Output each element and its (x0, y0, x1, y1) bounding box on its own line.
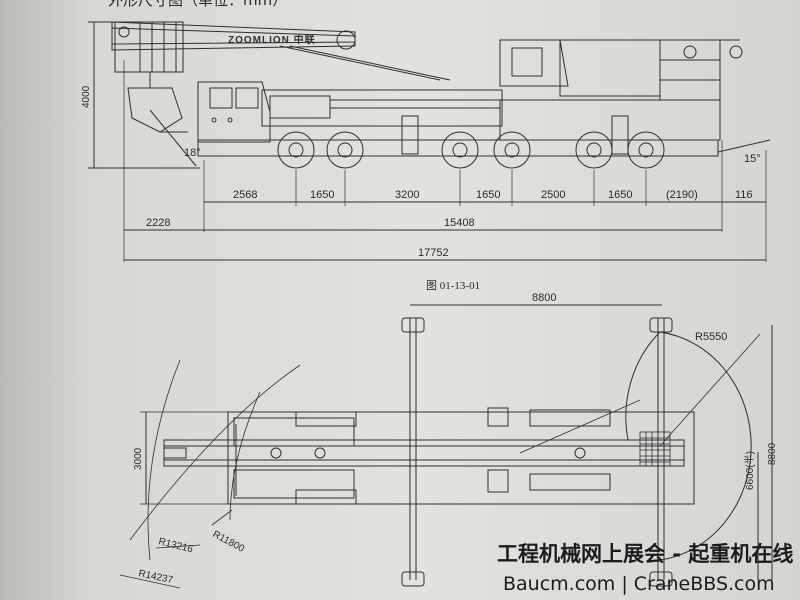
wheels (277, 131, 665, 169)
carrier-chassis (197, 89, 719, 157)
longitudinal-span-label: 8800 (532, 292, 556, 304)
superstructure (499, 39, 743, 141)
height-dimension (88, 21, 200, 169)
wheel (627, 131, 665, 169)
wheel (493, 131, 531, 169)
departure-angle-label: 15° (744, 153, 761, 165)
vehicle-top-outline (227, 407, 695, 505)
watermark-line-1: 工程机械网上展会 - 起重机在线 (497, 542, 793, 566)
axle-spacing-4: 1650 (476, 189, 500, 201)
axle-spacing-6: 1650 (608, 189, 632, 201)
approach-angle-line (149, 109, 197, 167)
brand-label: ZOOMLION 中联 (228, 33, 316, 46)
half-span-label: 6600(半) (743, 451, 756, 490)
side-view: ZOOMLION 中联 (81, 21, 771, 262)
axle-spacing-8: 116 (735, 189, 753, 201)
wheel (277, 131, 315, 169)
height-label: 4000 (81, 85, 92, 108)
axle-spacing-3: 3200 (395, 189, 419, 201)
radius-leader (659, 333, 761, 447)
axle-spacing-7: (2190) (666, 189, 698, 201)
figure-caption: 图 01-13-01 (426, 279, 480, 292)
watermark-line-2: Baucm.com | CraneBBS.com (503, 573, 775, 595)
turning-radius-1: R11800 (211, 529, 247, 555)
carrier-cab (197, 81, 271, 143)
axle-spacing-5: 2500 (541, 189, 565, 201)
overall-length-label: 17752 (418, 247, 449, 259)
axle-spacing-1: 2568 (233, 189, 257, 201)
wheel (441, 131, 479, 169)
counterweight (639, 431, 671, 467)
front-overhang-label: 2228 (146, 217, 170, 229)
turning-radius-arcs (119, 359, 301, 589)
page-title: 外形尺寸图（单位：mm） (108, 0, 287, 9)
departure-angle-line (717, 139, 771, 153)
wheel (326, 131, 364, 169)
tail-swing-arc-inner (625, 331, 661, 441)
tail-swing-arc (659, 331, 752, 561)
hook-block (127, 72, 188, 133)
wheelbase-label: 15408 (444, 217, 475, 229)
wheel (575, 131, 613, 169)
tail-swing-radius-label: R5550 (695, 331, 727, 343)
boom-top (163, 399, 685, 467)
approach-angle-label: 18° (184, 147, 201, 159)
extension-lines (123, 60, 767, 262)
turning-radius-3: R14237 (137, 568, 174, 586)
vehicle-width-label: 3000 (133, 447, 144, 470)
transverse-span-label: 8800 (767, 442, 778, 465)
axle-spacing-2: 1650 (310, 189, 334, 201)
turning-radius-2: R13216 (157, 536, 194, 555)
boom (111, 21, 451, 81)
